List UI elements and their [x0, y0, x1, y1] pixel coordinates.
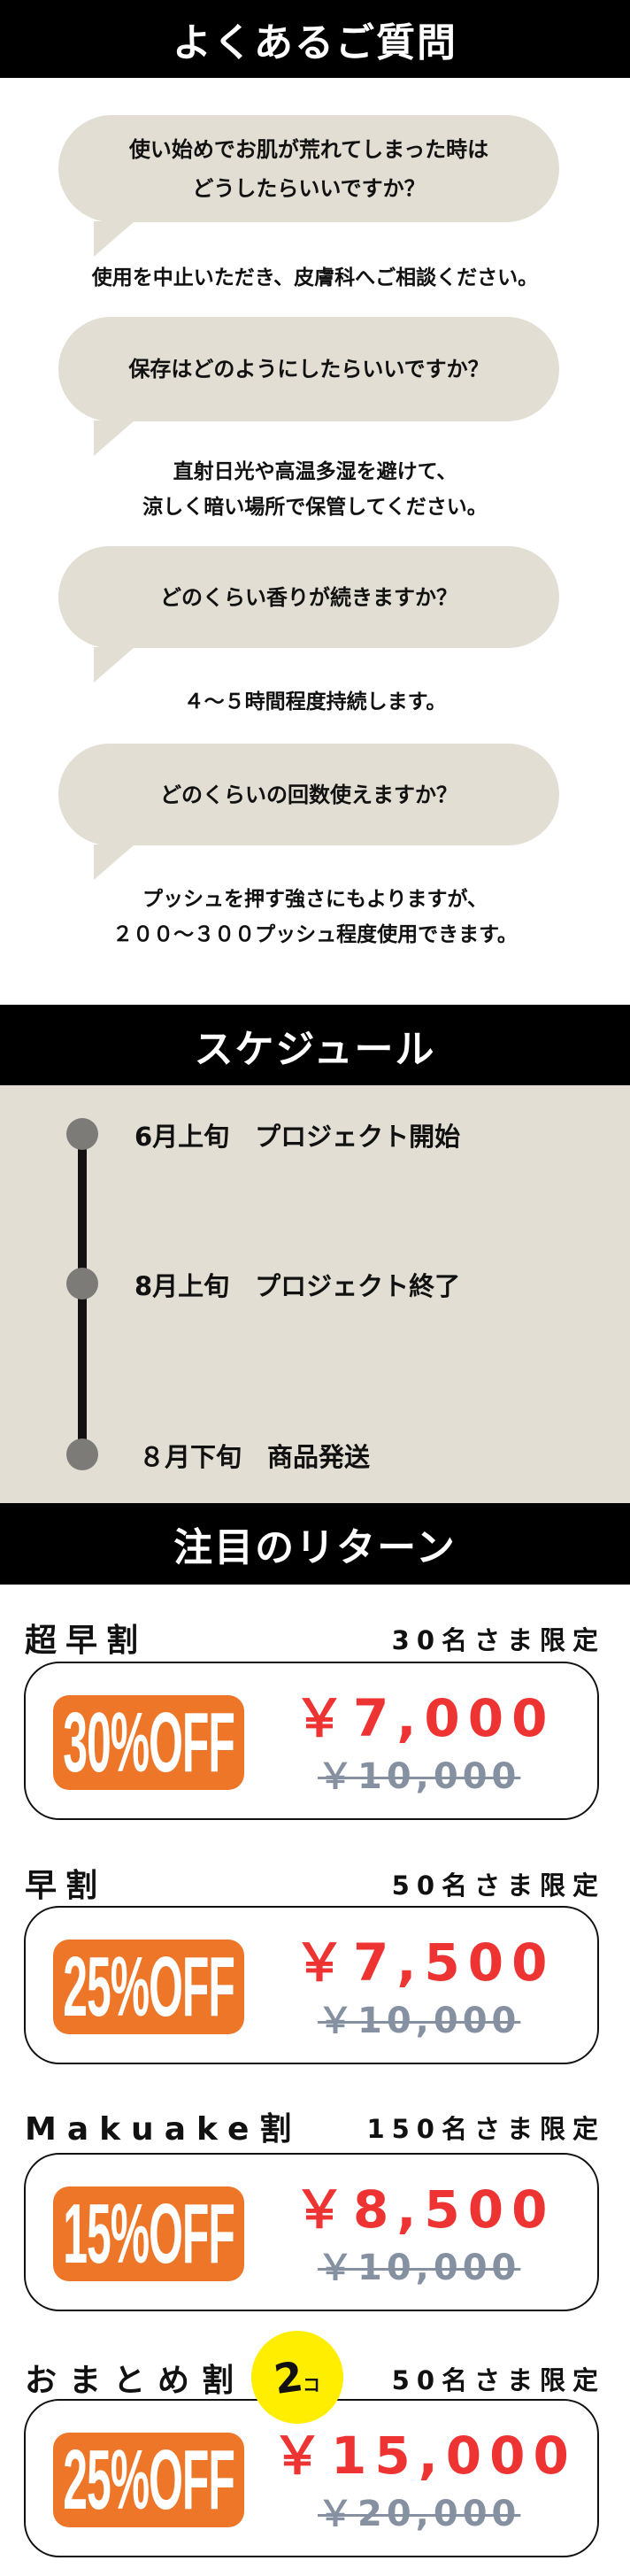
- bubble-tail: [94, 221, 134, 257]
- answer-line: 直射日光や高温多湿を避けて、: [173, 460, 457, 483]
- faq-answer: プッシュを押す強さにもよりますが、 ２００～３００プッシュ程度使用できます。: [0, 882, 630, 953]
- faq-question-bubble: 使い始めでお肌が荒れてしまった時は どうしたらいいですか？: [58, 115, 559, 222]
- return-card[interactable]: 30%OFF ￥7,000 ￥10,000: [24, 1662, 599, 1820]
- discount-badge: 25%OFF: [53, 1940, 244, 2034]
- original-price: ￥10,000: [318, 1756, 521, 1797]
- sale-price: ￥7,500: [294, 1932, 556, 1993]
- faq-header: よくあるご質問: [0, 0, 630, 78]
- returns-title: 注目のリターン: [173, 1525, 457, 1570]
- bubble-tail: [94, 420, 134, 456]
- return-limit: 50名さま限定: [391, 2365, 605, 2395]
- sale-price: ￥8,500: [294, 2179, 556, 2240]
- return-card[interactable]: 15%OFF ￥8,500 ￥10,000: [24, 2153, 599, 2311]
- answer-line: ２００～３００プッシュ程度使用できます。: [112, 923, 518, 946]
- return-limit: 30名さま限定: [391, 1625, 605, 1655]
- schedule-panel: [0, 1085, 630, 1503]
- timeline-dot: [66, 1118, 98, 1150]
- answer-line: 涼しく暗い場所で保管してください。: [142, 496, 488, 519]
- original-price: ￥10,000: [318, 2001, 521, 2041]
- return-limit: 150名さま限定: [366, 2114, 605, 2144]
- discount-label: 30%OFF: [63, 1695, 235, 1790]
- answer-line: 使用を中止いただき、皮膚科へご相談ください。: [91, 266, 539, 289]
- faq-title: よくあるご質問: [173, 20, 457, 66]
- schedule-item: 6月上旬 プロジェクト開始: [134, 1122, 461, 1152]
- return-name: 早割: [25, 1868, 107, 1904]
- original-price: ￥10,000: [318, 2248, 521, 2288]
- answer-line: ４～５時間程度持続します。: [183, 690, 447, 713]
- discount-label: 15%OFF: [63, 2187, 235, 2281]
- faq-question-bubble: どのくらいの回数使えますか？: [58, 744, 559, 845]
- sale-price: ￥7,000: [294, 1688, 556, 1748]
- discount-badge: 15%OFF: [53, 2187, 244, 2281]
- question-line: どうしたらいいですか？: [192, 175, 426, 201]
- bubble-tail: [94, 647, 134, 683]
- returns-header: 注目のリターン: [0, 1503, 630, 1585]
- timeline-dot: [66, 1438, 98, 1470]
- sale-price: ￥15,000: [272, 2426, 577, 2486]
- discount-badge: 25%OFF: [53, 2433, 244, 2527]
- faq-answer: ４～５時間程度持続します。: [0, 684, 630, 720]
- discount-label: 25%OFF: [63, 2433, 235, 2527]
- schedule-header: スケジュール: [0, 1005, 630, 1085]
- bubble-tail: [94, 845, 134, 880]
- faq-answer: 使用を中止いただき、皮膚科へご相談ください。: [0, 260, 630, 296]
- answer-line: プッシュを押す強さにもよりますが、: [142, 888, 488, 911]
- schedule-item: 8月上旬 プロジェクト終了: [134, 1271, 461, 1301]
- discount-label: 25%OFF: [63, 1940, 235, 2034]
- faq-question-bubble: どのくらい香りが続きますか？: [58, 546, 559, 648]
- timeline-dot: [66, 1268, 98, 1300]
- question-line: 保存はどのようにしたらいいですか？: [128, 357, 489, 382]
- quantity-number: 2: [271, 2351, 306, 2403]
- discount-badge: 30%OFF: [53, 1695, 244, 1790]
- return-name: 超早割: [25, 1623, 148, 1659]
- return-limit: 50名さま限定: [391, 1870, 605, 1901]
- question-line: どのくらい香りが続きますか？: [160, 584, 457, 610]
- question-line: 使い始めでお肌が荒れてしまった時は: [128, 136, 489, 162]
- faq-answer: 直射日光や高温多湿を避けて、 涼しく暗い場所で保管してください。: [0, 454, 630, 525]
- faq-question-bubble: 保存はどのようにしたらいいですか？: [58, 317, 559, 421]
- schedule-title: スケジュール: [194, 1026, 436, 1072]
- return-card[interactable]: 25%OFF ￥15,000 ￥20,000: [24, 2399, 599, 2557]
- return-name: おまとめ割: [25, 2363, 247, 2399]
- return-card[interactable]: 25%OFF ￥7,500 ￥10,000: [24, 1906, 599, 2064]
- quantity-unit: コ: [303, 2374, 320, 2395]
- return-name: Makuake割: [25, 2111, 303, 2148]
- schedule-item: ８月下旬 商品発送: [139, 1442, 371, 1472]
- question-line: どのくらいの回数使えますか？: [160, 782, 457, 807]
- original-price: ￥20,000: [318, 2494, 521, 2534]
